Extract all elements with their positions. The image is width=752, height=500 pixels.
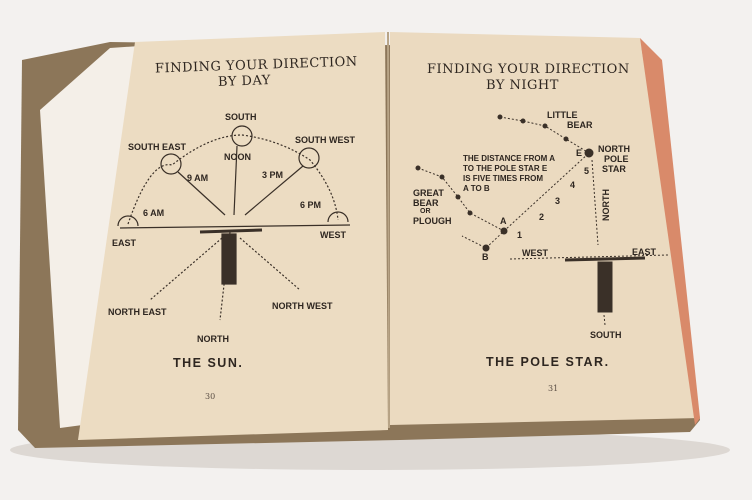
label-plough: PLOUGH	[413, 216, 452, 226]
label-6am: 6 AM	[143, 208, 165, 218]
star-diagram	[415, 114, 669, 326]
label-9am: 9 AM	[187, 173, 209, 183]
left-page-number: 30	[205, 392, 216, 401]
label-north-pole-star-1: NORTH	[598, 144, 630, 154]
label-5: 5	[584, 166, 590, 176]
right-title-line1: FINDING YOUR DIRECTION	[427, 62, 630, 77]
label-2: 2	[539, 212, 545, 222]
distance-note-4: A TO B	[463, 184, 490, 193]
label-west: WEST	[522, 248, 548, 258]
label-little: LITTLE	[547, 110, 578, 120]
sun-icon	[117, 215, 139, 227]
label-south-west: SOUTH WEST	[295, 135, 355, 145]
right-caption: THE POLE STAR.	[486, 355, 610, 369]
left-title-line2: BY DAY	[217, 73, 272, 90]
label-or: OR	[420, 208, 431, 215]
label-north-west: NORTH WEST	[272, 301, 333, 311]
label-e: E	[576, 148, 583, 158]
left-caption: THE SUN.	[173, 356, 244, 370]
distance-note-2: TO THE POLE STAR E	[463, 164, 548, 173]
label-south: SOUTH	[225, 112, 257, 122]
label-north-pole-star-2: POLE	[604, 154, 629, 164]
sun-icon	[298, 147, 320, 169]
label-4: 4	[570, 180, 576, 190]
label-east: EAST	[632, 247, 657, 257]
label-north-pole-star-3: STAR	[602, 164, 626, 174]
label-west: WEST	[320, 230, 346, 240]
label-bear-2: BEAR	[413, 198, 439, 208]
label-a: A	[500, 216, 507, 226]
label-south-east: SOUTH EAST	[128, 142, 187, 152]
spine	[387, 31, 390, 429]
label-noon: NOON	[224, 152, 251, 162]
label-north-east: NORTH EAST	[108, 307, 167, 317]
label-1: 1	[517, 230, 523, 240]
sun-diagram	[117, 125, 351, 321]
label-great: GREAT	[413, 188, 444, 198]
label-south: SOUTH	[590, 330, 622, 340]
sun-icon	[327, 211, 349, 223]
label-b: B	[482, 252, 489, 262]
page-edge	[640, 38, 700, 425]
sun-icon	[231, 125, 253, 147]
label-3: 3	[555, 196, 561, 206]
distance-note-3: IS FIVE TIMES FROM	[463, 174, 544, 183]
label-bear: BEAR	[567, 120, 593, 130]
label-east: EAST	[112, 238, 137, 248]
label-north: NORTH	[197, 334, 229, 344]
distance-note-1: THE DISTANCE FROM A	[463, 154, 555, 163]
label-6pm: 6 PM	[300, 200, 322, 210]
sun-icon	[160, 153, 182, 175]
right-title-line2: BY NIGHT	[486, 78, 559, 93]
label-north-vertical: NORTH	[601, 189, 611, 221]
right-page-number: 31	[548, 384, 559, 393]
right-page	[390, 32, 700, 425]
label-3pm: 3 PM	[262, 170, 284, 180]
